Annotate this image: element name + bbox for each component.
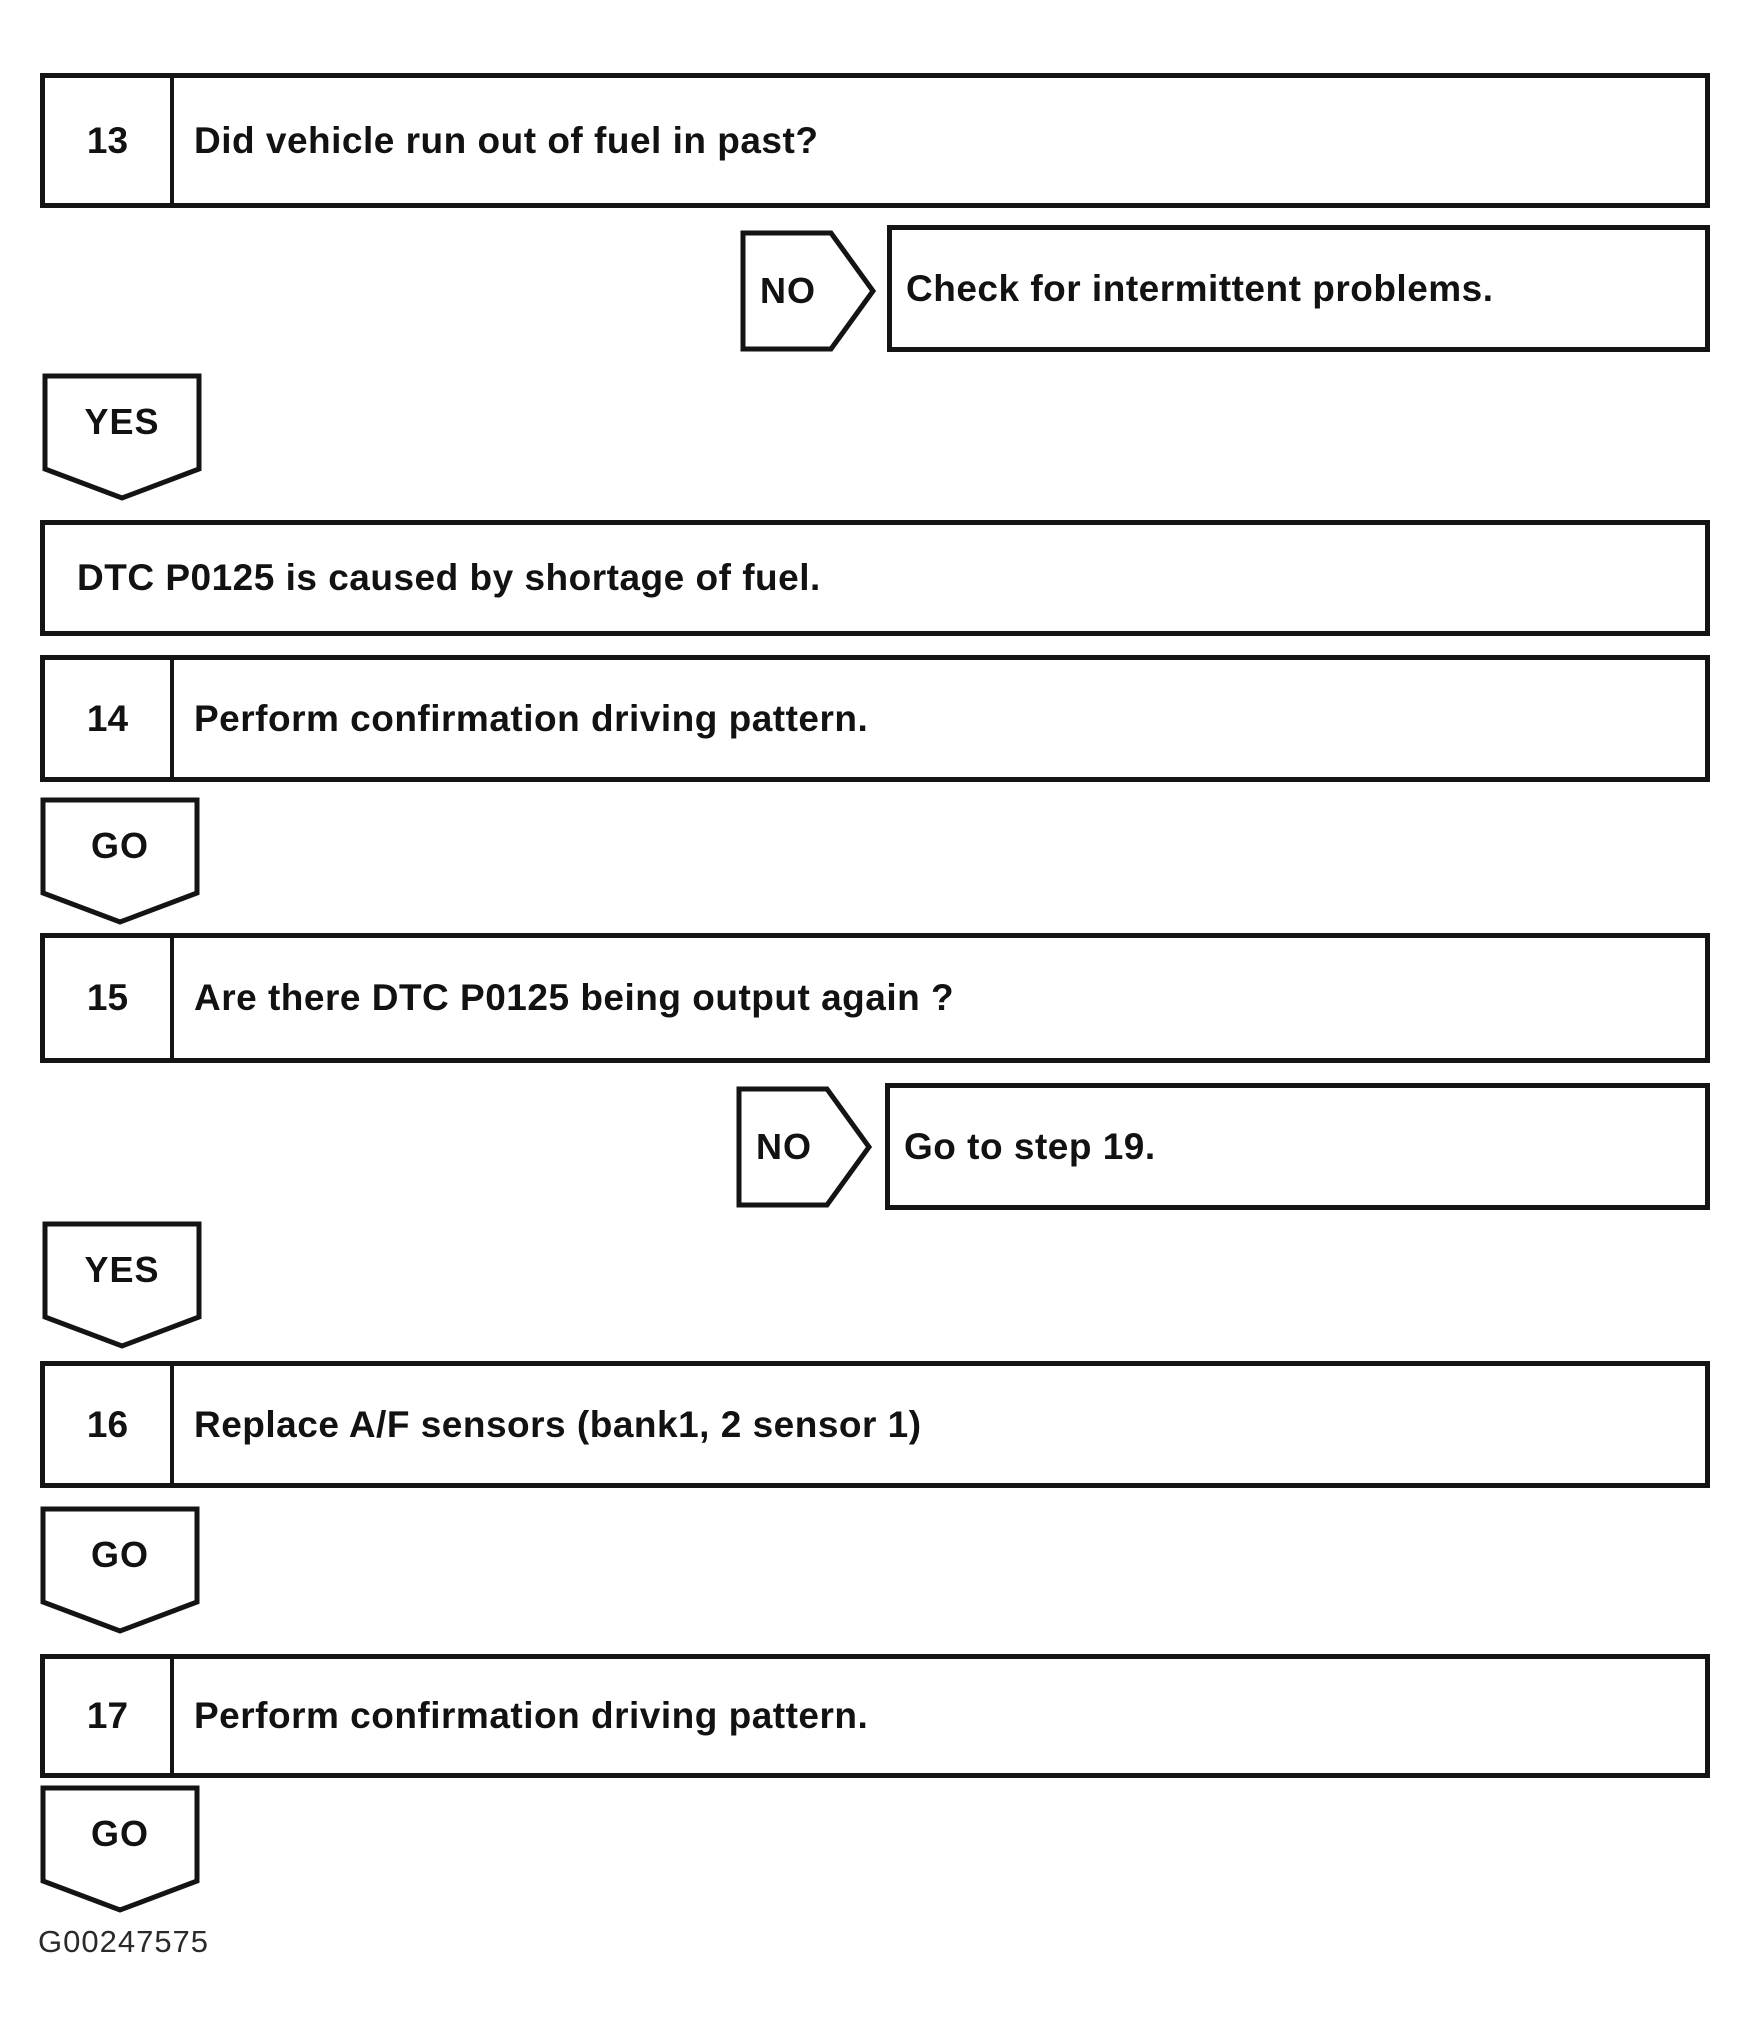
down-pentagon-icon (42, 1221, 202, 1349)
step-box-17: 17 Perform confirmation driving pattern. (40, 1654, 1710, 1778)
step-box-16: 16 Replace A/F sensors (bank1, 2 sensor … (40, 1361, 1710, 1488)
down-pentagon-icon (40, 797, 200, 925)
result-box: Check for intermittent problems. (887, 225, 1710, 352)
go-connector: GO (40, 1785, 200, 1913)
step-box-13: 13 Did vehicle run out of fuel in past? (40, 73, 1710, 208)
no-connector: NO (736, 1086, 872, 1208)
no-arrow-icon (740, 230, 876, 352)
step-text: Replace A/F sensors (bank1, 2 sensor 1) (194, 1403, 922, 1445)
step-number: 16 (45, 1366, 174, 1483)
step-number: 17 (45, 1659, 174, 1773)
step-text: Did vehicle run out of fuel in past? (194, 119, 819, 161)
step-number: 13 (45, 78, 174, 203)
figure-id-label: G00247575 (38, 1924, 210, 1959)
result-box: Go to step 19. (885, 1083, 1710, 1210)
connector-label: GO (90, 825, 149, 866)
step-text: Are there DTC P0125 being output again ? (194, 977, 955, 1018)
down-pentagon-icon (40, 1506, 200, 1634)
yes-connector: YES (42, 1221, 202, 1349)
note-box: DTC P0125 is caused by shortage of fuel. (40, 520, 1710, 636)
step-text: Perform confirmation driving pattern. (194, 1695, 869, 1736)
step-box-14: 14 Perform confirmation driving pattern. (40, 655, 1710, 782)
result-text: Go to step 19. (904, 1125, 1156, 1167)
step-number: 15 (45, 938, 174, 1058)
step-box-15: 15 Are there DTC P0125 being output agai… (40, 933, 1710, 1063)
go-connector: GO (40, 797, 200, 925)
connector-label: NO (760, 270, 816, 311)
connector-label: YES (84, 1249, 160, 1290)
step-number: 14 (45, 660, 174, 777)
yes-connector: YES (42, 373, 202, 501)
connector-label: GO (90, 1534, 149, 1575)
step-text: Perform confirmation driving pattern. (194, 697, 869, 739)
down-pentagon-icon (40, 1785, 200, 1913)
connector-label: NO (756, 1126, 812, 1167)
no-arrow-icon (736, 1086, 872, 1208)
down-pentagon-icon (42, 373, 202, 501)
no-connector: NO (740, 230, 876, 352)
go-connector: GO (40, 1506, 200, 1634)
result-text: Check for intermittent problems. (906, 267, 1494, 309)
connector-label: YES (84, 401, 160, 442)
note-text: DTC P0125 is caused by shortage of fuel. (77, 557, 821, 598)
connector-label: GO (90, 1813, 149, 1854)
